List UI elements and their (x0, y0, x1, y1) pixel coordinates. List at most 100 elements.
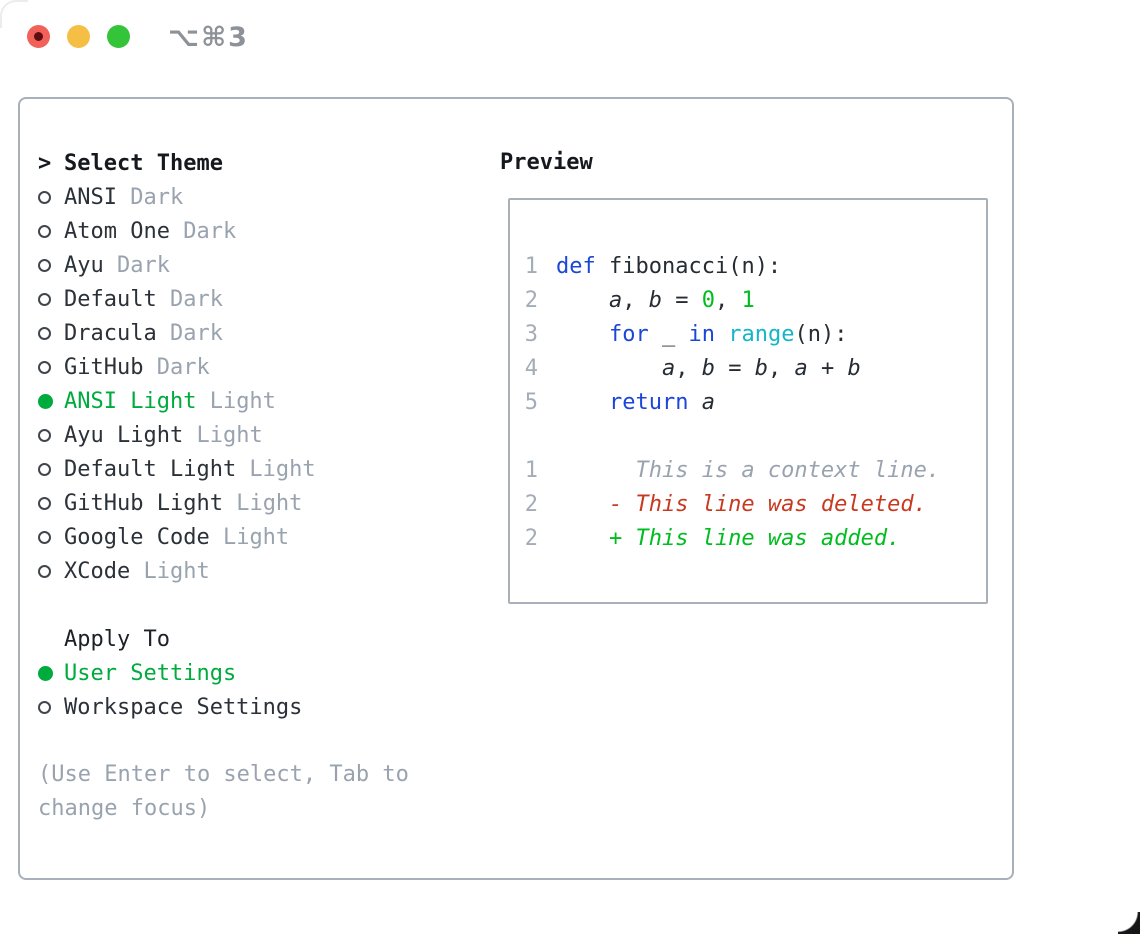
marker-cell (38, 665, 64, 681)
spacer (38, 724, 409, 758)
code-line: 1 This is a context line. (524, 453, 986, 487)
radio-icon (38, 292, 51, 306)
theme-option-xcode[interactable]: XCode Light (38, 554, 409, 588)
radio-selected-icon (38, 393, 53, 409)
preview-title: Preview (500, 150, 593, 175)
theme-option-ayu[interactable]: Ayu Dark (38, 248, 409, 282)
prompt-icon: > (38, 150, 52, 176)
option-label: ANSI Light (64, 388, 197, 414)
option-label: XCode (64, 558, 131, 584)
code-text: for _ in range(n): (608, 321, 848, 347)
code-line: 5 return a (524, 385, 986, 419)
option-variant-tag: Dark (116, 184, 184, 210)
option-label: Google Code (64, 524, 210, 550)
hint-line-2: change focus) (38, 796, 211, 821)
window-corner-top-left (0, 0, 28, 28)
minimize-button[interactable] (67, 25, 90, 48)
titlebar (27, 25, 130, 48)
code-text: - This line was deleted. (556, 491, 927, 517)
option-label: Ayu (64, 252, 104, 278)
radio-icon (38, 326, 51, 340)
theme-option-github-light[interactable]: GitHub Light Light (38, 486, 409, 520)
window-shortcut-label: ⌥⌘3 (168, 22, 249, 53)
hint-line-1: (Use Enter to select, Tab to (38, 762, 409, 787)
theme-option-ansi[interactable]: ANSI Dark (38, 180, 409, 214)
option-variant-tag: Light (183, 422, 263, 448)
window-corner-bottom-right (1118, 912, 1140, 934)
theme-option-dracula[interactable]: Dracula Dark (38, 316, 409, 350)
select-theme-header: > Select Theme (38, 146, 409, 180)
marker-cell (38, 224, 64, 238)
marker-cell (38, 258, 64, 272)
option-variant-tag: Light (209, 524, 290, 550)
theme-option-atom-one[interactable]: Atom One Dark (38, 214, 409, 248)
line-number: 2 (524, 287, 538, 313)
marker-cell (38, 190, 64, 204)
option-label: Dracula (64, 320, 157, 346)
option-label: Workspace Settings (64, 694, 303, 720)
option-variant-tag: Dark (156, 320, 223, 346)
code-text: + This line was added. (556, 525, 901, 551)
marker-cell (38, 564, 64, 578)
option-label: Ayu Light (64, 422, 184, 448)
option-variant-tag: Dark (103, 252, 170, 278)
code-line: 2 - This line was deleted. (524, 487, 986, 521)
zoom-button[interactable] (107, 25, 130, 48)
option-label: GitHub Light (64, 490, 223, 516)
theme-option-google-code[interactable]: Google Code Light (38, 520, 409, 554)
radio-icon (38, 428, 51, 442)
code-line: 1 def fibonacci(n): (524, 249, 986, 283)
code-text: This is a context line. (556, 457, 941, 483)
theme-option-ansi-light[interactable]: ANSI Light Light (38, 384, 409, 418)
radio-icon (38, 700, 51, 714)
marker-cell (38, 360, 64, 374)
marker-cell (38, 700, 64, 714)
line-number: 2 (524, 491, 538, 517)
radio-selected-icon (38, 665, 53, 681)
line-number: 1 (524, 253, 538, 279)
code-line: 2 + This line was added. (524, 521, 986, 555)
marker-cell (38, 326, 64, 340)
option-label: User Settings (64, 660, 237, 686)
option-variant-tag: Light (236, 456, 316, 482)
theme-option-ayu-light[interactable]: Ayu Light Light (38, 418, 409, 452)
theme-option-default[interactable]: Default Dark (38, 282, 409, 316)
option-variant-tag: Dark (156, 286, 223, 312)
code-text: return a (608, 389, 715, 415)
code-text: a, b = b, a + b (661, 355, 861, 381)
option-label: Default (64, 286, 157, 312)
radio-icon (38, 190, 51, 204)
radio-icon (38, 360, 51, 374)
apply-to-header-row: Apply To (38, 622, 409, 656)
code-line: 4 a, b = b, a + b (524, 351, 986, 385)
apply-option-user-settings[interactable]: User Settings (38, 656, 409, 690)
option-variant-tag: Dark (143, 354, 210, 380)
marker-cell (38, 393, 64, 409)
theme-option-github[interactable]: GitHub Dark (38, 350, 409, 384)
line-number: 5 (524, 389, 538, 415)
preview-code-box: 1 def fibonacci(n): 2 a, b = 0, 1 3 for _ i… (508, 198, 988, 604)
marker-cell (38, 496, 64, 510)
apply-option-workspace-settings[interactable]: Workspace Settings (38, 690, 409, 724)
marker-cell (38, 292, 64, 306)
radio-icon (38, 530, 51, 544)
option-variant-tag: Dark (169, 218, 237, 244)
code-text: def fibonacci(n): (556, 253, 782, 279)
option-variant-tag: Light (130, 558, 210, 584)
code-line (524, 419, 986, 453)
option-label: Default Light (64, 456, 237, 482)
line-number: 3 (524, 321, 538, 347)
line-number: 4 (524, 355, 538, 381)
theme-option-default-light[interactable]: Default Light Light (38, 452, 409, 486)
radio-icon (38, 462, 51, 476)
code-line: 2 a, b = 0, 1 (524, 283, 986, 317)
marker-cell (38, 428, 64, 442)
preview-column: Preview 1 def fibonacci(n): 2 a, b = 0, 1 3… (500, 146, 988, 604)
close-button[interactable] (27, 25, 50, 48)
apply-to-title: Apply To (64, 626, 170, 652)
option-variant-tag: Light (196, 388, 276, 414)
